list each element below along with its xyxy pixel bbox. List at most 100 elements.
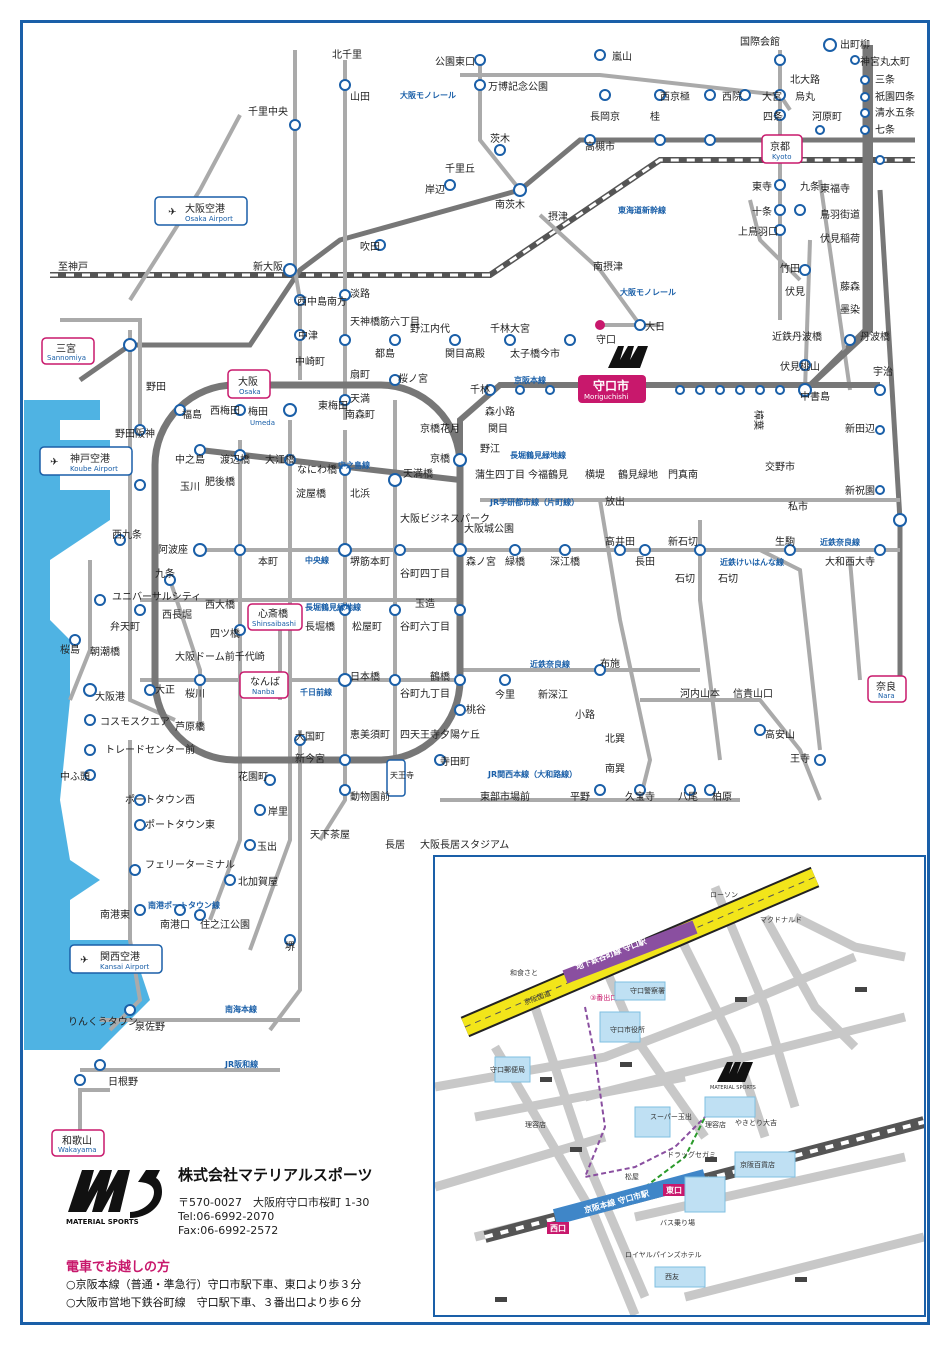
line-label-keihanna: 近鉄けいはんな線 <box>720 557 784 567</box>
local-map-canvas: 地下鉄谷町線 守口駅 京阪国道 京阪本線 守口市駅 西口 東口 ③番出口 <box>435 866 924 1315</box>
station-kashiwara: 柏原 <box>712 790 732 803</box>
station-kiyomizu: 清水五条 <box>875 106 915 119</box>
station-nishiohashi: 西大橋 <box>205 598 235 611</box>
station-teradacho: 寺田町 <box>440 756 470 768</box>
station-kyobashi2: 京橋花月 <box>420 422 460 435</box>
station-fukushima: 福島 <box>182 408 202 421</box>
station-tofukuji: 東福寺 <box>820 182 850 195</box>
station-shinimamiya: 新今宮 <box>295 752 325 765</box>
exit3-label: ③番出口 <box>590 993 617 1002</box>
umeda-en-label: Umeda <box>250 419 275 427</box>
station-nishinagahori: 西長堀 <box>162 609 192 621</box>
station-nagai: 長居 <box>385 839 405 851</box>
svg-text:Nara: Nara <box>878 692 895 700</box>
wakayama-hub: 和歌山 Wakayama <box>51 1129 105 1157</box>
svg-text:三宮: 三宮 <box>56 342 76 355</box>
station-midoribashi: 緑橋 <box>505 555 525 568</box>
station-hanaten: 放出 <box>605 495 625 508</box>
line-label-hanwa: JR阪和線 <box>224 1059 258 1069</box>
station-tamagawa: 玉川 <box>180 482 200 493</box>
station-tanimachi6: 谷町六丁目 <box>400 621 450 633</box>
station-jujo: 十条 <box>752 205 772 218</box>
station-momodani: 桃谷 <box>466 703 486 716</box>
station-osakajo: 大阪城公園 <box>464 522 514 535</box>
station-senrichuo: 千里中央 <box>248 105 288 118</box>
station-nodahanshin: 野田阪神 <box>115 427 155 440</box>
station-kouen: 公園東口 <box>435 55 475 68</box>
station-sekime: 関目高殿 <box>445 347 485 360</box>
station-minamiibaraki: 南茨木 <box>495 198 525 211</box>
station-oji: 王寺 <box>790 753 810 765</box>
station-senbayashi: 千林大宮 <box>490 322 530 335</box>
station-cosmosquare: コスモスクエア <box>100 716 170 728</box>
station-kawachiyamamoto: 河内山本 <box>680 687 720 700</box>
station-watanabebashi: 渡辺橋 <box>220 453 250 466</box>
sannomiya-hub: 三宮 Sannomiya <box>41 337 95 365</box>
place-matsuya: 松屋 <box>625 1172 639 1181</box>
svg-text:心斎橋: 心斎橋 <box>258 607 288 620</box>
place-keihan-dept: 京阪百貨店 <box>740 1160 775 1169</box>
station-ikoma: 生駒 <box>775 535 795 548</box>
traffic-signals <box>495 987 867 1302</box>
station-nojiang: 野江内代 <box>410 322 450 335</box>
station-temma: 天満 <box>350 393 370 405</box>
station-kishinosato: 岸里 <box>268 806 288 818</box>
company-fax: Fax:06-6992-2572 <box>178 1224 279 1237</box>
station-arashiyama: 嵐山 <box>612 51 632 63</box>
station-koureitokushima: 交野市 <box>765 460 795 473</box>
station-shinhosono: 新祝園 <box>845 484 875 497</box>
station-moriojisanjo: 森小路 <box>485 405 515 418</box>
station-fushimimomoyama: 伏見桃山 <box>780 360 820 373</box>
station-gamo4: 蒲生四丁目 <box>475 468 525 481</box>
moriguchi-station-marker <box>595 320 605 330</box>
station-sakuranomiya: 桜ノ宮 <box>398 372 428 385</box>
line-label-monorail: 大阪モノレール <box>400 90 456 100</box>
station-karasuma: 烏丸 <box>795 90 815 103</box>
station-kyobashi: 京橋 <box>430 452 450 465</box>
station-shigisan: 信貴山口 <box>733 687 773 700</box>
place-mcd: マクドナルド <box>760 916 802 924</box>
station-nishinakajima: 西中島南方 <box>297 295 347 308</box>
station-demachiyanagi: 出町柳 <box>840 38 870 51</box>
station-higobashi: 肥後橋 <box>205 475 235 488</box>
svg-text:Kyoto: Kyoto <box>772 153 792 161</box>
station-fushiminari: 伏見稲荷 <box>820 232 860 245</box>
station-tsurumiryokuchi: 鶴見緑地 <box>618 468 658 481</box>
station-omiya: 大宮 <box>762 90 782 103</box>
place-risona: 理容店 <box>525 1120 546 1129</box>
west-exit-label: 西口 <box>550 1224 566 1233</box>
station-jingumarutamachi: 神宮丸太町 <box>860 55 910 68</box>
station-oebashi: 大江橋 <box>265 453 295 466</box>
station-taisho: 大正 <box>155 683 175 696</box>
station-nishikujo: 西九条 <box>112 528 142 541</box>
moriguchishi-hub: 守口市 Moriguchishi <box>578 375 646 403</box>
station-shinfukae: 新深江 <box>538 688 568 701</box>
station-nagahoribashi: 長堀橋 <box>305 620 335 633</box>
buildings <box>494 981 796 1288</box>
station-matsuyamachi: 松屋町 <box>352 620 382 633</box>
station-yamatosaidaiji: 大和西大寺 <box>825 555 875 568</box>
walk-route-subway <box>583 1006 706 1179</box>
airplane-icon: ✈ <box>168 207 176 218</box>
kobe-airport: ✈ 神戸空港 Koube Airport <box>39 446 133 476</box>
station-nishikyogoku: 西京極 <box>660 90 690 103</box>
station-kitasenri: 北千里 <box>332 49 362 61</box>
station-kyuhoji: 久宝寺 <box>625 790 655 803</box>
local-area-map: 地下鉄谷町線 守口駅 京阪国道 京阪本線 守口市駅 西口 東口 ③番出口 <box>433 855 926 1317</box>
station-izumisano: 泉佐野 <box>135 1020 165 1033</box>
tennoji-hub: 天王寺 <box>386 759 414 797</box>
place-royal: ロイヤルパインズホテル <box>625 1250 702 1259</box>
station-tamade: 玉出 <box>257 840 277 853</box>
place-yubin: 守口郵便局 <box>490 1065 525 1074</box>
station-toji: 東寺 <box>752 180 772 193</box>
station-nakatsu: 中津 <box>298 329 318 342</box>
station-minamimorimachi: 南森町 <box>345 408 375 421</box>
line-label-chuo: 中央線 <box>305 555 329 565</box>
station-kokusaikaikan: 国際会館 <box>740 35 780 48</box>
station-minamitatsumi: 南巽 <box>605 762 625 775</box>
station-nagata: 長田 <box>635 556 655 568</box>
station-morinomiya: 森ノ宮 <box>466 555 496 568</box>
svg-text:MATERIAL SPORTS: MATERIAL SPORTS <box>66 1218 139 1226</box>
svg-text:Nanba: Nanba <box>252 688 275 696</box>
station-ishikiri2: 石切 <box>718 573 738 585</box>
